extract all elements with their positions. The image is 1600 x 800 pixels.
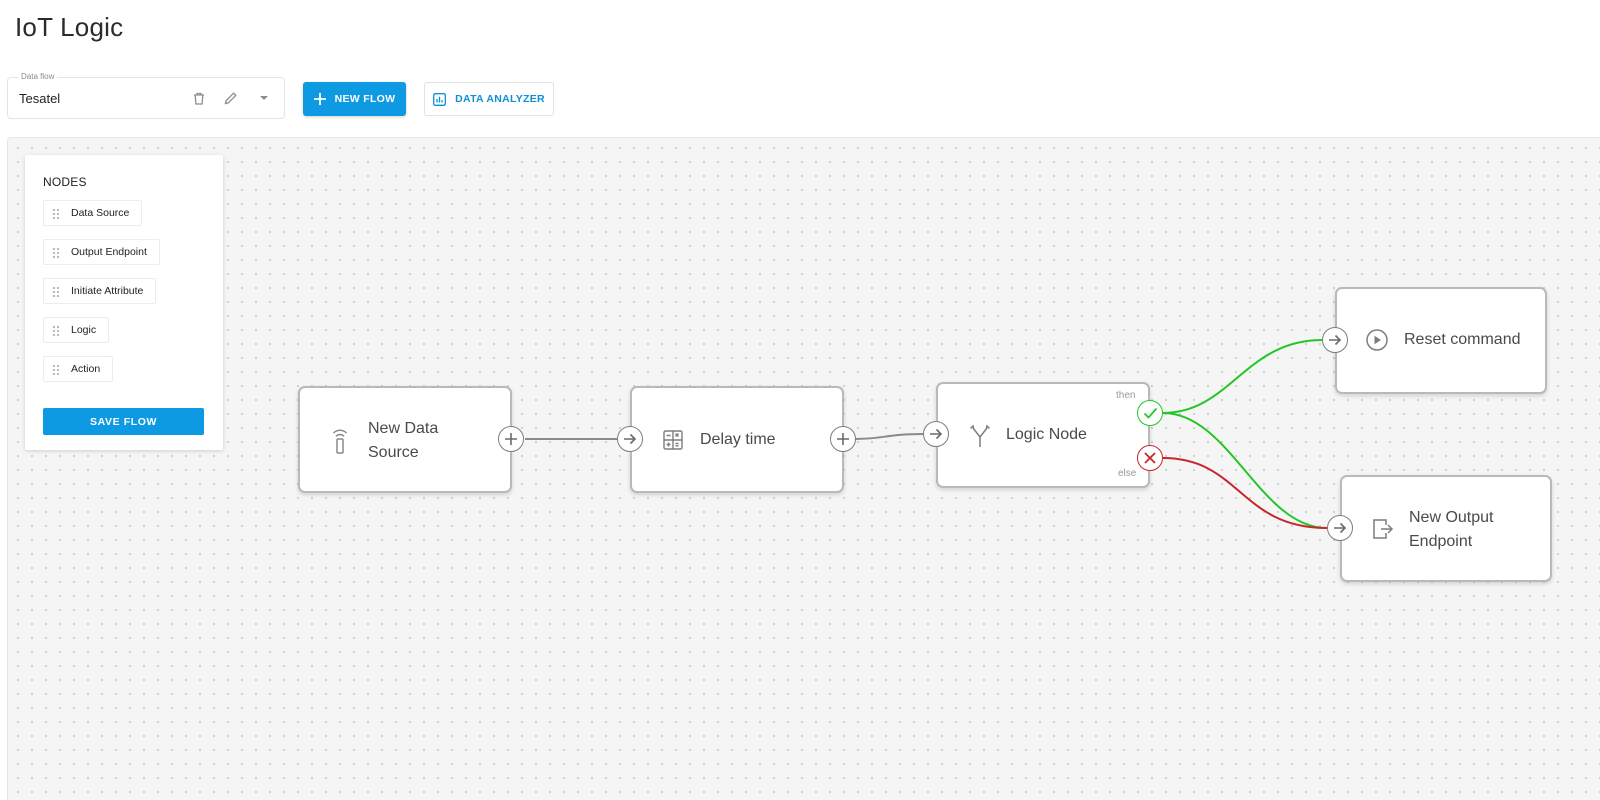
output-port[interactable]	[830, 426, 856, 452]
check-icon	[1143, 407, 1157, 419]
calculator-icon	[663, 430, 683, 455]
arrow-right-icon	[1334, 522, 1347, 534]
edit-flow-icon[interactable]	[220, 88, 240, 108]
data-flow-select[interactable]: Data flow Tesatel	[7, 72, 285, 119]
node-logic[interactable]: Logic Node then else	[936, 382, 1150, 488]
page-title: IoT Logic	[15, 12, 124, 42]
palette-item-label: Output Endpoint	[71, 246, 147, 258]
palette-item-label: Logic	[71, 324, 97, 336]
palette-item-output-endpoint[interactable]: Output Endpoint	[43, 239, 160, 265]
chevron-down-icon[interactable]	[254, 88, 274, 108]
input-port[interactable]	[617, 426, 643, 452]
save-flow-button[interactable]: SAVE FLOW	[43, 408, 204, 435]
drag-handle-icon	[52, 246, 59, 258]
plus-icon	[505, 433, 517, 445]
palette-item-logic[interactable]: Logic	[43, 317, 110, 343]
palette-item-data-source[interactable]: Data Source	[43, 200, 143, 226]
node-output-endpoint[interactable]: New Output Endpoint	[1340, 475, 1552, 582]
palette-item-label: Data Source	[71, 207, 130, 219]
new-flow-label: NEW FLOW	[334, 93, 396, 105]
node-label: Delay time	[700, 431, 776, 448]
palette-item-label: Initiate Attribute	[71, 285, 144, 297]
bar-chart-icon	[433, 92, 447, 106]
node-delay-time[interactable]: Delay time	[630, 386, 844, 493]
input-port[interactable]	[1327, 515, 1353, 541]
plus-icon	[837, 433, 849, 445]
data-analyzer-button[interactable]: DATA ANALYZER	[424, 82, 554, 116]
node-label: Logic Node	[1006, 426, 1087, 443]
then-port[interactable]	[1137, 400, 1163, 426]
else-label: else	[1118, 468, 1137, 479]
data-analyzer-label: DATA ANALYZER	[455, 93, 545, 105]
then-label: then	[1116, 390, 1136, 401]
node-label: New Data Source	[368, 420, 439, 461]
arrow-right-icon	[624, 433, 637, 445]
nodes-palette: NODES Data Source Output Endpoint Initia…	[25, 155, 223, 450]
palette-title: NODES	[43, 175, 87, 189]
input-port[interactable]	[1322, 327, 1348, 353]
play-circle-icon	[1366, 329, 1388, 356]
node-label: Reset command	[1404, 331, 1521, 348]
plus-icon	[313, 93, 326, 105]
node-reset-command[interactable]: Reset command	[1335, 287, 1547, 394]
exit-icon	[1372, 518, 1394, 545]
split-icon	[969, 424, 991, 453]
new-flow-button[interactable]: NEW FLOW	[303, 82, 406, 116]
node-data-source[interactable]: New Data Source	[298, 386, 512, 493]
palette-item-initiate-attribute[interactable]: Initiate Attribute	[43, 278, 157, 304]
delete-flow-icon[interactable]	[189, 88, 209, 108]
data-flow-label: Data flow	[18, 72, 58, 81]
input-port[interactable]	[923, 421, 949, 447]
flow-canvas[interactable]	[7, 137, 1600, 800]
output-port[interactable]	[498, 426, 524, 452]
drag-handle-icon	[52, 285, 59, 297]
arrow-right-icon	[1329, 334, 1342, 346]
drag-handle-icon	[52, 207, 59, 219]
drag-handle-icon	[52, 363, 59, 375]
else-port[interactable]	[1137, 445, 1163, 471]
drag-handle-icon	[52, 324, 59, 336]
palette-item-action[interactable]: Action	[43, 356, 114, 382]
palette-item-label: Action	[71, 363, 101, 375]
close-icon	[1144, 452, 1156, 464]
arrow-right-icon	[930, 428, 943, 440]
data-flow-value: Tesatel	[19, 91, 61, 106]
antenna-icon	[331, 426, 349, 459]
node-label: New Output Endpoint	[1409, 509, 1494, 550]
